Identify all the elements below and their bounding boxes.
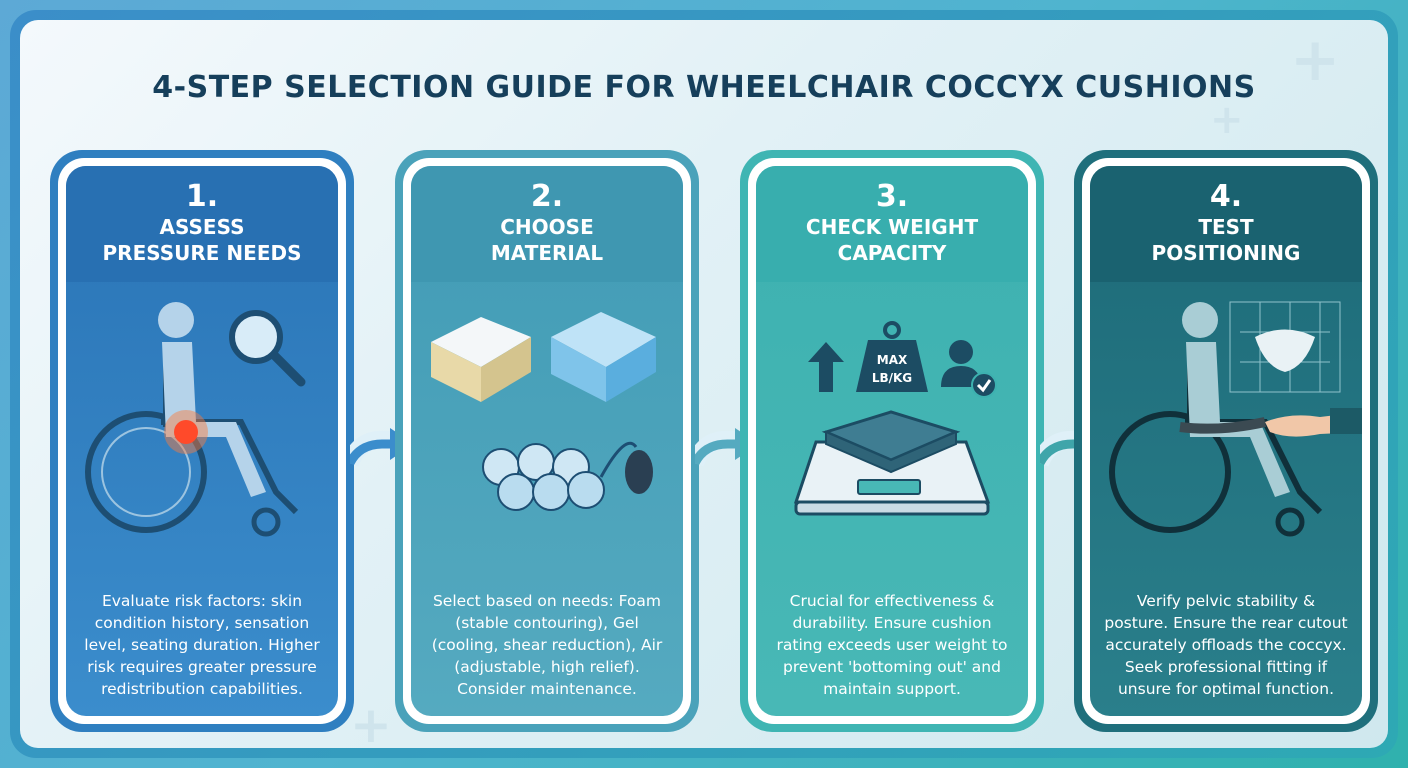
step-card-4: 4. TEST POSITIONING bbox=[1074, 150, 1378, 732]
step-header: 1. ASSESS PRESSURE NEEDS bbox=[66, 166, 338, 282]
foam-block-icon bbox=[431, 317, 531, 402]
outer-frame: + + + 4-STEP SELECTION GUIDE FOR WHEELCH… bbox=[10, 10, 1398, 758]
step-illustration bbox=[66, 282, 338, 572]
step-label: CHOOSE bbox=[500, 215, 594, 239]
step-header: 4. TEST POSITIONING bbox=[1090, 166, 1362, 282]
step-number: 2. bbox=[530, 179, 564, 214]
step-label: ASSESS bbox=[159, 215, 245, 239]
magnifier-icon bbox=[229, 310, 306, 387]
step-description: Evaluate risk factors: skin condition hi… bbox=[84, 592, 320, 698]
wheelchair-user-icon bbox=[1109, 302, 1323, 537]
step-description: Verify pelvic stability & posture. Ensur… bbox=[1104, 592, 1348, 698]
page-title: 4-STEP SELECTION GUIDE FOR WHEELCHAIR CO… bbox=[152, 70, 1256, 105]
step-label: CAPACITY bbox=[837, 241, 947, 265]
step-header: 3. CHECK WEIGHT CAPACITY bbox=[756, 166, 1028, 282]
up-arrow-icon bbox=[808, 342, 844, 392]
medical-cross-decoration: + bbox=[1210, 97, 1244, 143]
step-number: 4. bbox=[1209, 179, 1243, 214]
wheelchair-user-icon bbox=[85, 302, 299, 537]
air-pump-icon bbox=[599, 441, 653, 494]
svg-text:MAX: MAX bbox=[877, 353, 908, 367]
infographic-panel: + + + 4-STEP SELECTION GUIDE FOR WHEELCH… bbox=[20, 20, 1388, 748]
helping-hand-icon bbox=[1265, 408, 1362, 437]
step-description: Select based on needs: Foam (stable cont… bbox=[431, 592, 663, 698]
step-number: 3. bbox=[875, 179, 909, 214]
step-description: Crucial for effectiveness & durability. … bbox=[776, 592, 1008, 698]
svg-text:LB/KG: LB/KG bbox=[872, 371, 912, 385]
medical-cross-decoration: + bbox=[350, 696, 392, 748]
step-label: TEST bbox=[1198, 215, 1254, 239]
step-illustration: MAX LB/KG bbox=[756, 282, 1028, 572]
step-header: 2. CHOOSE MATERIAL bbox=[411, 166, 683, 282]
air-cells-icon bbox=[482, 443, 605, 511]
step-illustration bbox=[1090, 282, 1362, 572]
gel-block-icon bbox=[551, 312, 656, 402]
step-illustration bbox=[411, 282, 683, 572]
step-card-2: 2. CHOOSE MATERIAL bbox=[395, 150, 699, 732]
pelvis-xray-icon bbox=[1229, 301, 1341, 393]
pressure-point-icon bbox=[164, 410, 208, 454]
step-number: 1. bbox=[185, 179, 219, 214]
step-card-3: 3. CHECK WEIGHT CAPACITY MAX LB/KG bbox=[740, 150, 1044, 732]
step-label: PRESSURE NEEDS bbox=[102, 241, 302, 265]
weight-icon: MAX LB/KG bbox=[856, 321, 928, 392]
step-card-1: 1. ASSESS PRESSURE NEEDS bbox=[50, 150, 354, 732]
step-label: MATERIAL bbox=[490, 241, 604, 265]
medical-cross-decoration: + bbox=[1290, 25, 1341, 95]
scale-icon bbox=[793, 410, 991, 516]
step-label: CHECK WEIGHT bbox=[805, 215, 979, 239]
user-check-icon bbox=[941, 340, 997, 398]
step-label: POSITIONING bbox=[1151, 241, 1301, 265]
